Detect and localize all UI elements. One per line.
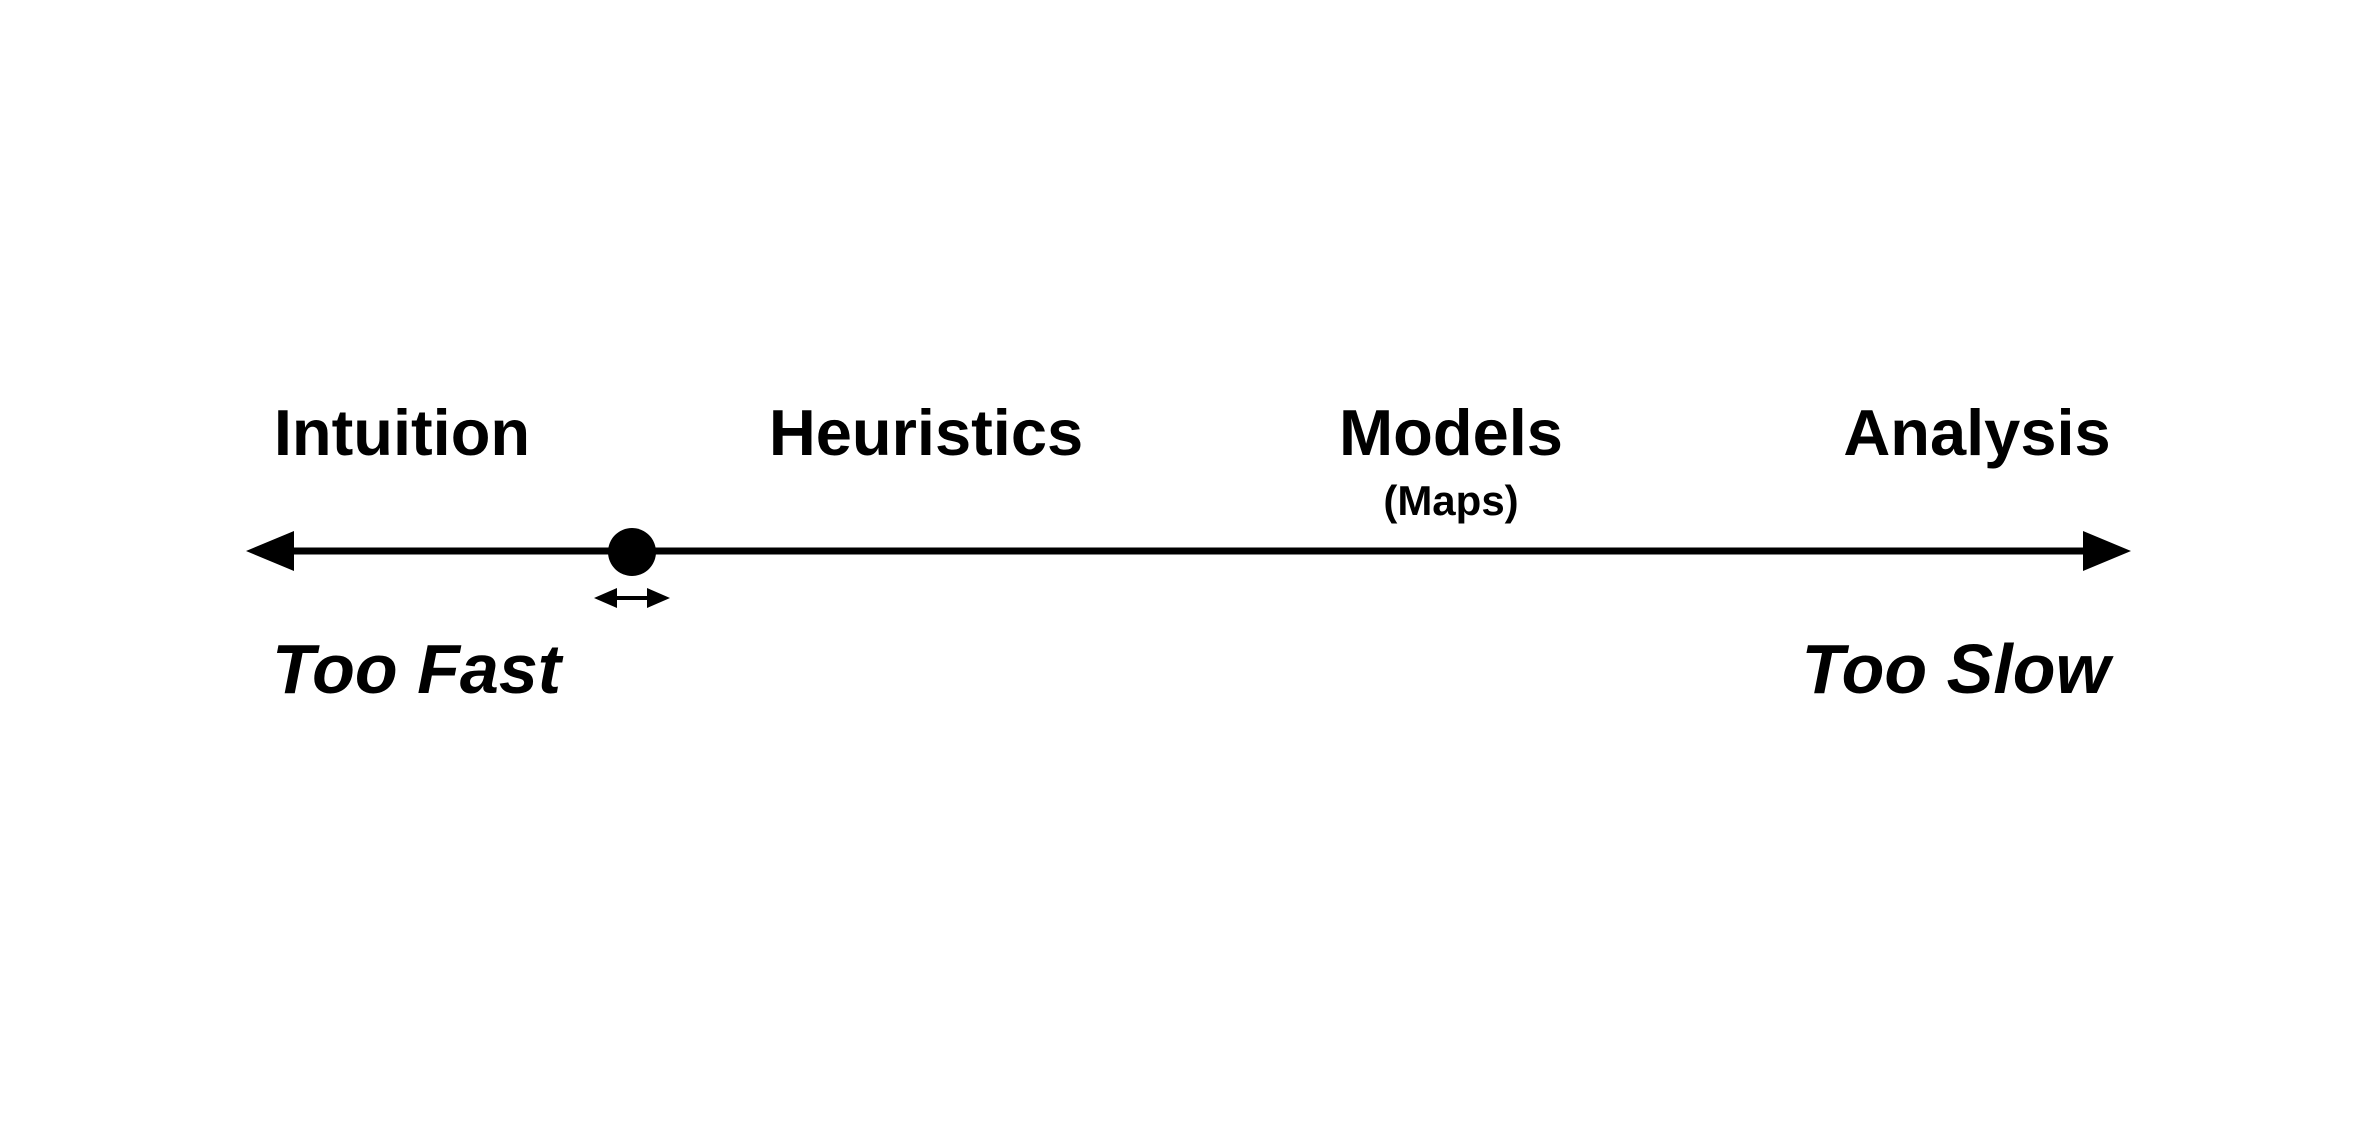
- label-models-maps-sub: (Maps): [1383, 477, 1519, 524]
- jitter-double-arrow-icon: [594, 588, 670, 608]
- label-models: Models: [1339, 396, 1563, 469]
- label-too-slow: Too Slow: [1801, 630, 2110, 708]
- label-analysis: Analysis: [1843, 396, 2111, 469]
- label-too-fast: Too Fast: [272, 630, 562, 708]
- label-heuristics: Heuristics: [768, 396, 1084, 469]
- jitter-arrowhead-right-icon: [647, 588, 670, 608]
- arrowhead-right-icon: [2083, 531, 2131, 571]
- arrowhead-left-icon: [246, 531, 294, 571]
- label-intuition: Intuition: [273, 396, 531, 469]
- position-marker-dot: [608, 528, 656, 576]
- jitter-arrowhead-left-icon: [594, 588, 617, 608]
